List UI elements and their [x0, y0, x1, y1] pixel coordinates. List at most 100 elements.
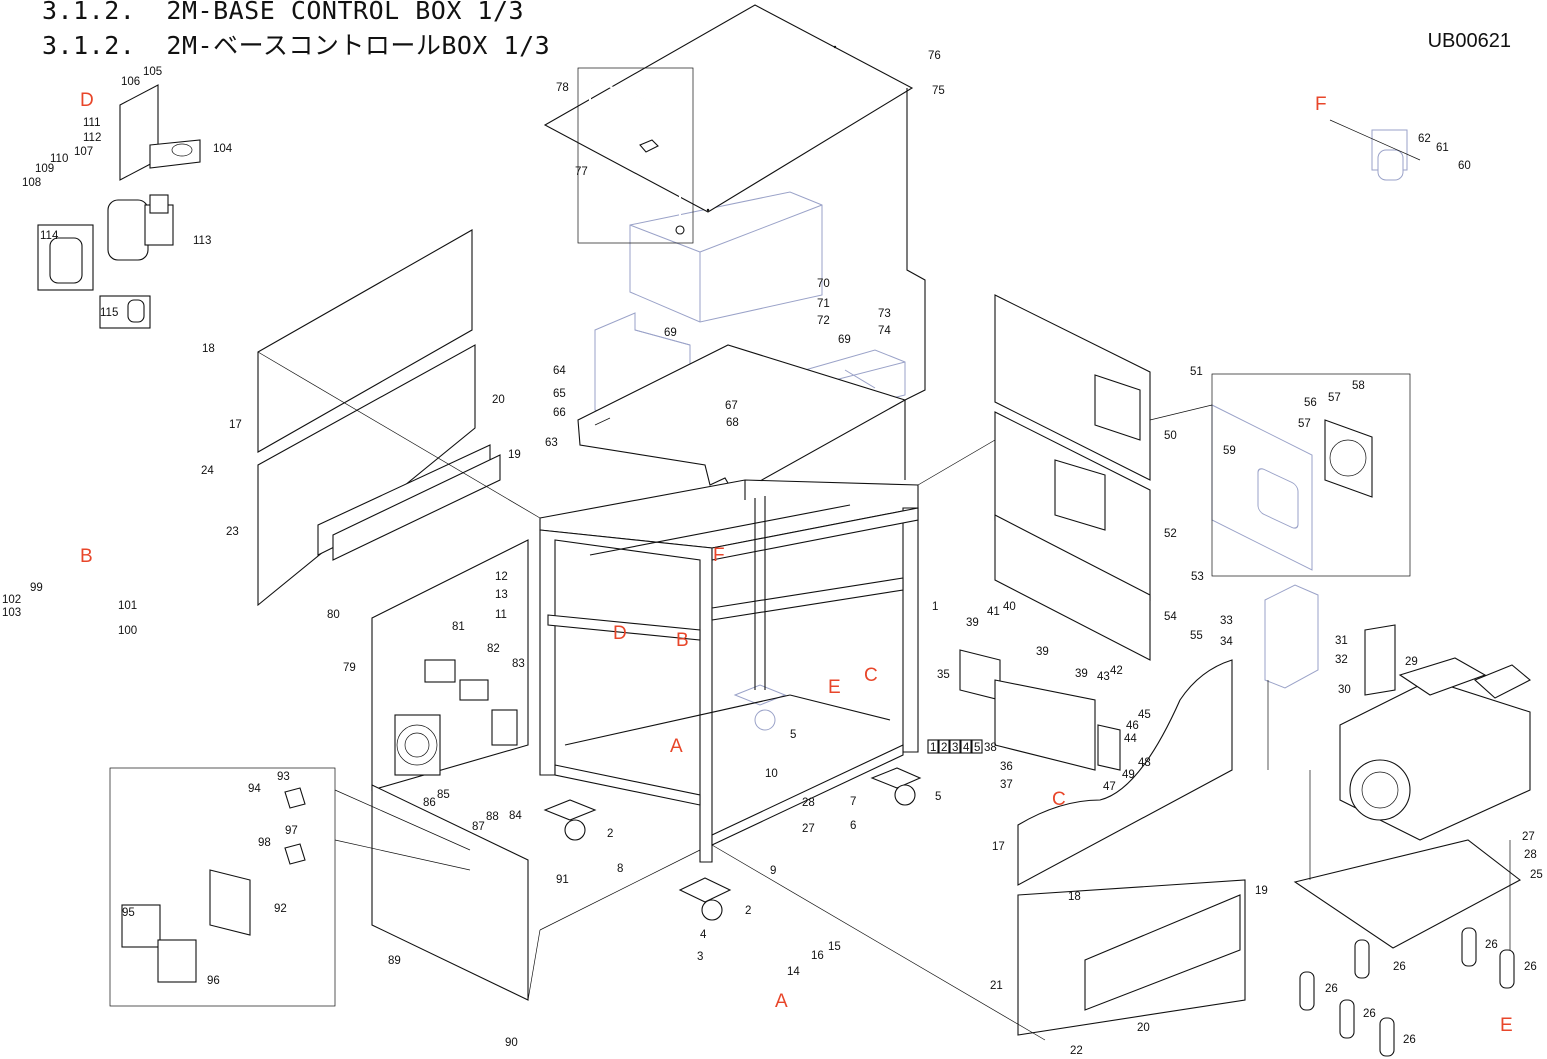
kit-38-boxes: 1 2 3 4 5 — [927, 739, 983, 754]
callout-100: 100 — [118, 625, 137, 637]
ref-B-frame: B — [676, 630, 689, 651]
callout-95: 95 — [122, 907, 135, 919]
handle-78 — [577, 67, 694, 244]
callout-79: 79 — [343, 662, 356, 674]
reference-letters: A A B B C C D D E E F F — [80, 90, 1513, 1036]
callout-70: 70 — [817, 278, 830, 290]
callout-39b: 39 — [1036, 646, 1049, 658]
callout-2a: 2 — [607, 828, 613, 840]
callout-80: 80 — [327, 609, 340, 621]
callout-69b: 69 — [838, 334, 851, 346]
callout-9: 9 — [770, 865, 776, 877]
callout-30: 30 — [1338, 684, 1351, 696]
callout-108: 108 — [22, 177, 41, 189]
callout-96: 96 — [207, 975, 220, 987]
callout-22: 22 — [1070, 1045, 1083, 1057]
callout-28b: 28 — [1524, 849, 1537, 861]
callout-24: 24 — [201, 465, 214, 477]
feet-26 — [1299, 927, 1515, 1057]
top-panel — [543, 4, 914, 213]
callout-67: 67 — [725, 400, 738, 412]
callout-58: 58 — [1352, 380, 1365, 392]
callout-112: 112 — [83, 132, 101, 144]
callout-91: 91 — [556, 874, 569, 886]
callout-14: 14 — [787, 966, 800, 978]
callout-55: 55 — [1190, 630, 1203, 642]
callout-2b: 2 — [745, 905, 751, 917]
callout-73: 73 — [878, 308, 891, 320]
kit-box-4: 4 — [963, 742, 970, 754]
callouts: 1 2 2 3 4 5 5 6 7 8 9 10 11 12 13 14 15 … — [2, 50, 1543, 1057]
kit-box-5: 5 — [974, 742, 980, 754]
callout-27a: 27 — [802, 823, 815, 835]
ref-C-bracket: C — [1052, 789, 1066, 810]
callout-37: 37 — [1000, 779, 1013, 791]
callout-19b: 19 — [1255, 885, 1268, 897]
callout-44: 44 — [1124, 733, 1137, 745]
base-plate-25 — [1293, 839, 1522, 949]
callout-6: 6 — [850, 820, 856, 832]
callout-115: 115 — [100, 307, 118, 319]
inset-box-switches — [109, 767, 336, 1007]
callout-92: 92 — [274, 903, 287, 915]
title-japanese: 3.1.2. 2M-ベースコントロールBOX 1/3 — [42, 31, 551, 60]
callout-64: 64 — [553, 365, 566, 377]
callout-52: 52 — [1164, 528, 1177, 540]
leader-lines — [257, 119, 1511, 1041]
callout-28a: 28 — [802, 797, 815, 809]
callout-29: 29 — [1405, 656, 1418, 668]
callout-19a: 19 — [508, 449, 521, 461]
compressor-assembly — [1339, 624, 1531, 841]
callout-74: 74 — [878, 325, 891, 337]
callout-109: 109 — [35, 163, 54, 175]
callout-105: 105 — [143, 66, 162, 78]
kit-box-1: 1 — [930, 742, 936, 754]
callout-3: 3 — [697, 951, 703, 963]
callout-48: 48 — [1138, 757, 1151, 769]
callout-61: 61 — [1436, 142, 1449, 154]
control-panel-79 — [371, 539, 529, 791]
front-panel-89 — [371, 784, 529, 1001]
callout-26c: 26 — [1403, 1034, 1416, 1046]
callout-38: 38 — [984, 742, 997, 754]
callout-54: 54 — [1164, 611, 1177, 623]
callout-101: 101 — [118, 600, 137, 612]
callout-83: 83 — [512, 658, 525, 670]
callout-17a: 17 — [229, 419, 242, 431]
right-panels — [994, 294, 1411, 661]
cover-bracket-33 — [1264, 584, 1319, 689]
callout-66: 66 — [553, 407, 566, 419]
callout-57b: 57 — [1298, 418, 1311, 430]
callout-110: 110 — [50, 153, 68, 165]
callout-33: 33 — [1220, 615, 1233, 627]
callout-35: 35 — [937, 669, 950, 681]
callout-16: 16 — [811, 950, 824, 962]
callout-5b: 5 — [935, 791, 941, 803]
callout-10: 10 — [765, 768, 778, 780]
callout-89: 89 — [388, 955, 401, 967]
callout-15: 15 — [828, 941, 841, 953]
callout-53: 53 — [1191, 571, 1204, 583]
callout-59: 59 — [1223, 445, 1236, 457]
callout-75: 75 — [932, 85, 945, 97]
callout-31: 31 — [1335, 635, 1348, 647]
callout-39a: 39 — [966, 617, 979, 629]
callout-107: 107 — [74, 146, 93, 158]
enclosure-cover-box — [629, 191, 823, 323]
callout-82: 82 — [487, 643, 500, 655]
callout-23: 23 — [226, 526, 239, 538]
callout-69a: 69 — [664, 327, 677, 339]
ref-A-bracket: A — [775, 991, 788, 1012]
callout-25: 25 — [1530, 869, 1543, 881]
callout-81: 81 — [452, 621, 465, 633]
callout-26e: 26 — [1485, 939, 1498, 951]
callout-68: 68 — [726, 417, 739, 429]
brackets-39-49 — [959, 649, 1121, 771]
callout-78: 78 — [556, 82, 569, 94]
callout-71: 71 — [817, 298, 830, 310]
callout-17b: 17 — [992, 841, 1005, 853]
callout-26a: 26 — [1325, 983, 1338, 995]
callout-113: 113 — [193, 235, 211, 247]
callout-57a: 57 — [1328, 392, 1341, 404]
